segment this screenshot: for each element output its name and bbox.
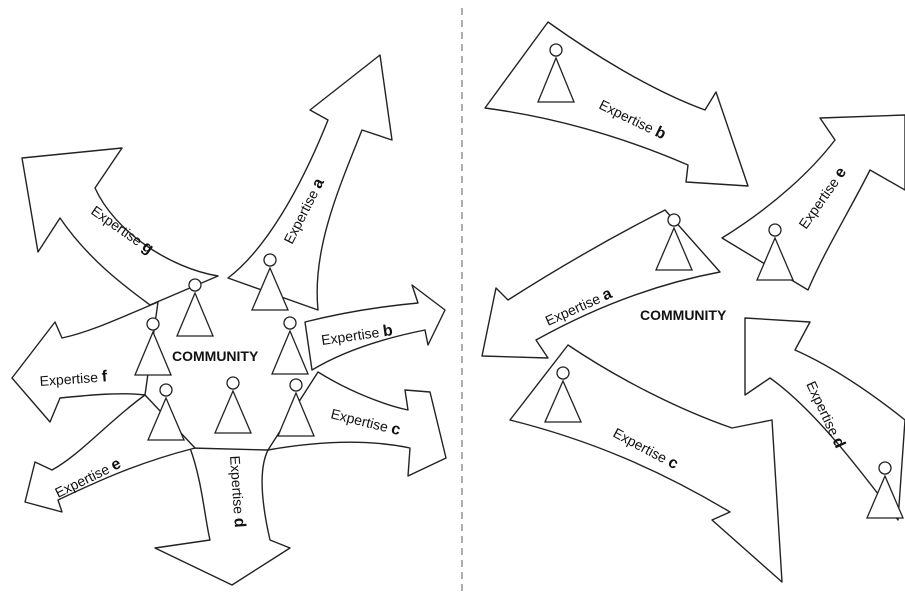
left-person-4: [271, 316, 309, 375]
left-arrow-expertise-a: [227, 54, 393, 311]
right-person-1: [537, 43, 575, 103]
left-arrow-expertise-g: [21, 147, 219, 306]
right-arrow-expertise-b: [484, 21, 749, 187]
left-community-label: COMMUNITY: [172, 348, 259, 364]
left-label-d: Expertise d: [226, 455, 248, 528]
left-person-5: [147, 383, 185, 441]
left-person-6: [214, 376, 252, 434]
left-label-f: Expertise f: [39, 368, 108, 390]
right-arrow-expertise-e: [721, 114, 905, 291]
left-arrow-expertise-f: [11, 301, 159, 423]
left-person-7: [277, 378, 315, 437]
right-person-4: [544, 366, 582, 423]
left-arrow-expertise-d: [154, 447, 291, 586]
right-arrow-expertise-a: [481, 209, 721, 359]
right-panel: Expertise b Expertise e Expertise a Expe…: [481, 21, 905, 583]
right-community-label: COMMUNITY: [640, 307, 727, 323]
left-arrow-expertise-e: [24, 394, 196, 513]
right-person-2: [655, 213, 693, 271]
right-person-3: [756, 223, 794, 281]
left-arrow-expertise-c: [267, 371, 447, 477]
left-panel: Expertise a Expertise b Expertise c Expe…: [11, 54, 447, 586]
right-arrow-expertise-c: [509, 344, 783, 583]
right-person-5: [866, 461, 904, 519]
right-arrow-expertise-d: [744, 317, 905, 521]
left-person-1: [251, 253, 289, 311]
left-person-2: [176, 278, 214, 337]
left-arrow-expertise-b: [304, 284, 446, 371]
left-person-3: [134, 317, 172, 376]
